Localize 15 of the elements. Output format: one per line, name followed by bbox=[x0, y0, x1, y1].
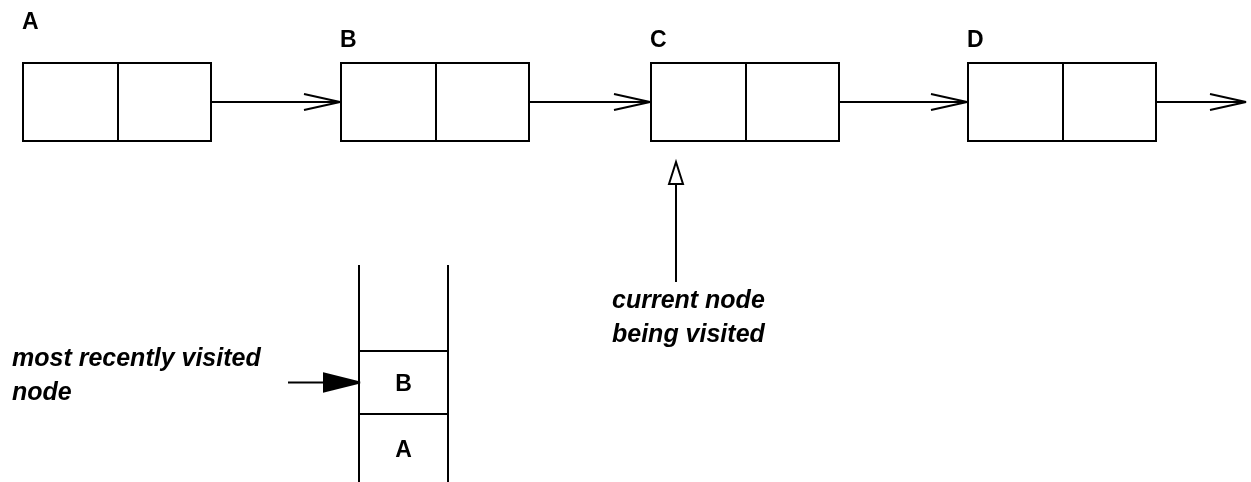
arrow bbox=[287, 372, 361, 393]
stack-entry: B bbox=[360, 350, 447, 415]
annotation-text: most recently visited node bbox=[12, 340, 288, 408]
node-label: A bbox=[22, 8, 39, 34]
annotation-text: current node being visited bbox=[612, 282, 834, 350]
arrow bbox=[839, 93, 968, 111]
arrow bbox=[529, 93, 651, 111]
arrow bbox=[668, 161, 684, 283]
node-label: B bbox=[340, 26, 357, 52]
arrow bbox=[211, 93, 341, 111]
stack-drawing bbox=[358, 265, 449, 482]
arrow bbox=[1156, 93, 1247, 111]
node-label: C bbox=[650, 26, 667, 52]
node-label: D bbox=[967, 26, 984, 52]
stack-entry: A bbox=[360, 413, 447, 482]
